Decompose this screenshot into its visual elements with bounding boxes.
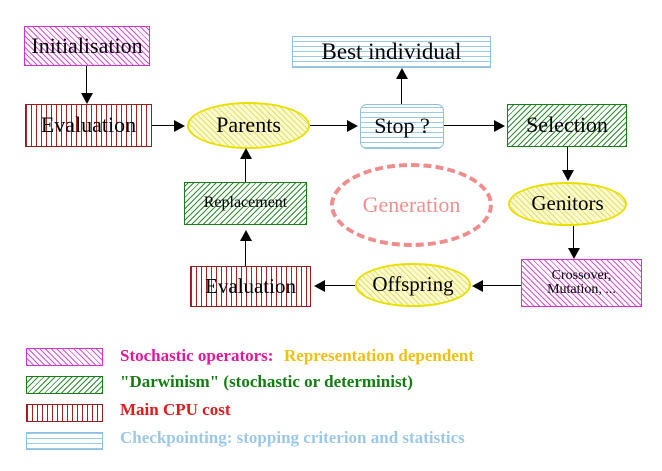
- node-crossover-label-line2: Mutation, ...: [547, 282, 616, 297]
- arrowhead-replacement-to-parents: [240, 148, 252, 159]
- node-stop-label: Stop ?: [374, 113, 430, 139]
- edge-replacement-to-parents: [245, 158, 247, 182]
- arrowhead-selection-to-genitors: [562, 170, 574, 181]
- node-genitors[interactable]: Genitors: [508, 182, 627, 226]
- edge-evaluation-to-parents: [152, 125, 179, 127]
- node-best-individual[interactable]: Best individual: [292, 36, 491, 68]
- node-generation-label: Generation: [362, 192, 461, 217]
- legend-swatch-stochastic-operators: [26, 348, 103, 366]
- node-crossover-label-line1: Crossover,: [551, 267, 612, 283]
- node-selection[interactable]: Selection: [507, 104, 627, 147]
- arrowhead-stop-to-best-individual: [396, 68, 408, 79]
- edge-initialisation-to-evaluation: [86, 66, 88, 96]
- node-offspring-label: Offspring: [372, 272, 454, 297]
- node-genitors-label: Genitors: [531, 191, 604, 216]
- node-offspring[interactable]: Offspring: [355, 263, 471, 307]
- legend-label-checkpointing: Checkpointing: stopping criterion and st…: [120, 428, 465, 447]
- arrowhead-parents-to-stop: [347, 120, 358, 132]
- node-parents[interactable]: Parents: [187, 102, 310, 149]
- legend-label-darwinism: "Darwinism" (stochastic or determinist): [120, 372, 413, 391]
- legend-label-representation-dependent: Representation dependent: [284, 346, 474, 365]
- legend-swatch-main-cpu-cost: [26, 404, 103, 422]
- node-crossover-mutation[interactable]: Crossover, Mutation, ...: [521, 259, 642, 307]
- edge-selection-to-genitors: [567, 147, 569, 172]
- node-parents-label: Parents: [216, 112, 281, 138]
- node-evaluation-top-label: Evaluation: [40, 112, 137, 138]
- node-best-individual-label: Best individual: [321, 39, 462, 65]
- edge-stop-to-best-individual: [401, 76, 403, 104]
- node-replacement-label: Replacement: [203, 194, 288, 212]
- node-initialisation[interactable]: Initialisation: [24, 26, 150, 66]
- legend-swatch-darwinism: [26, 376, 103, 394]
- node-evaluation-bottom-label: Evaluation: [205, 273, 296, 298]
- edge-stop-to-selection: [444, 125, 494, 127]
- edge-offspring-to-evaluation: [325, 285, 355, 287]
- node-initialisation-label: Initialisation: [31, 32, 143, 58]
- arrowhead-crossover-to-offspring: [472, 280, 483, 292]
- arrowhead-initialisation-to-evaluation: [81, 93, 93, 104]
- arrowhead-evaluation-to-parents: [174, 120, 185, 132]
- arrowhead-offspring-to-evaluation: [314, 280, 325, 292]
- edge-crossover-to-offspring: [483, 285, 521, 287]
- node-stop[interactable]: Stop ?: [360, 104, 444, 149]
- node-selection-label: Selection: [526, 112, 608, 138]
- arrowhead-evaluation-to-replacement: [240, 230, 252, 241]
- node-generation: Generation: [330, 163, 493, 247]
- legend-swatch-checkpointing: [26, 432, 103, 450]
- legend-label-main-cpu-cost: Main CPU cost: [120, 400, 231, 419]
- node-replacement[interactable]: Replacement: [184, 182, 307, 225]
- edge-evaluation-to-replacement: [245, 238, 247, 266]
- node-evaluation-bottom[interactable]: Evaluation: [190, 266, 311, 307]
- edge-parents-to-stop: [310, 125, 351, 127]
- node-evaluation-top[interactable]: Evaluation: [25, 104, 152, 147]
- edge-genitors-to-crossover: [573, 226, 575, 250]
- legend-label-stochastic-operators: Stochastic operators:: [120, 346, 274, 365]
- arrowhead-genitors-to-crossover: [568, 248, 580, 259]
- arrowhead-stop-to-selection: [494, 120, 505, 132]
